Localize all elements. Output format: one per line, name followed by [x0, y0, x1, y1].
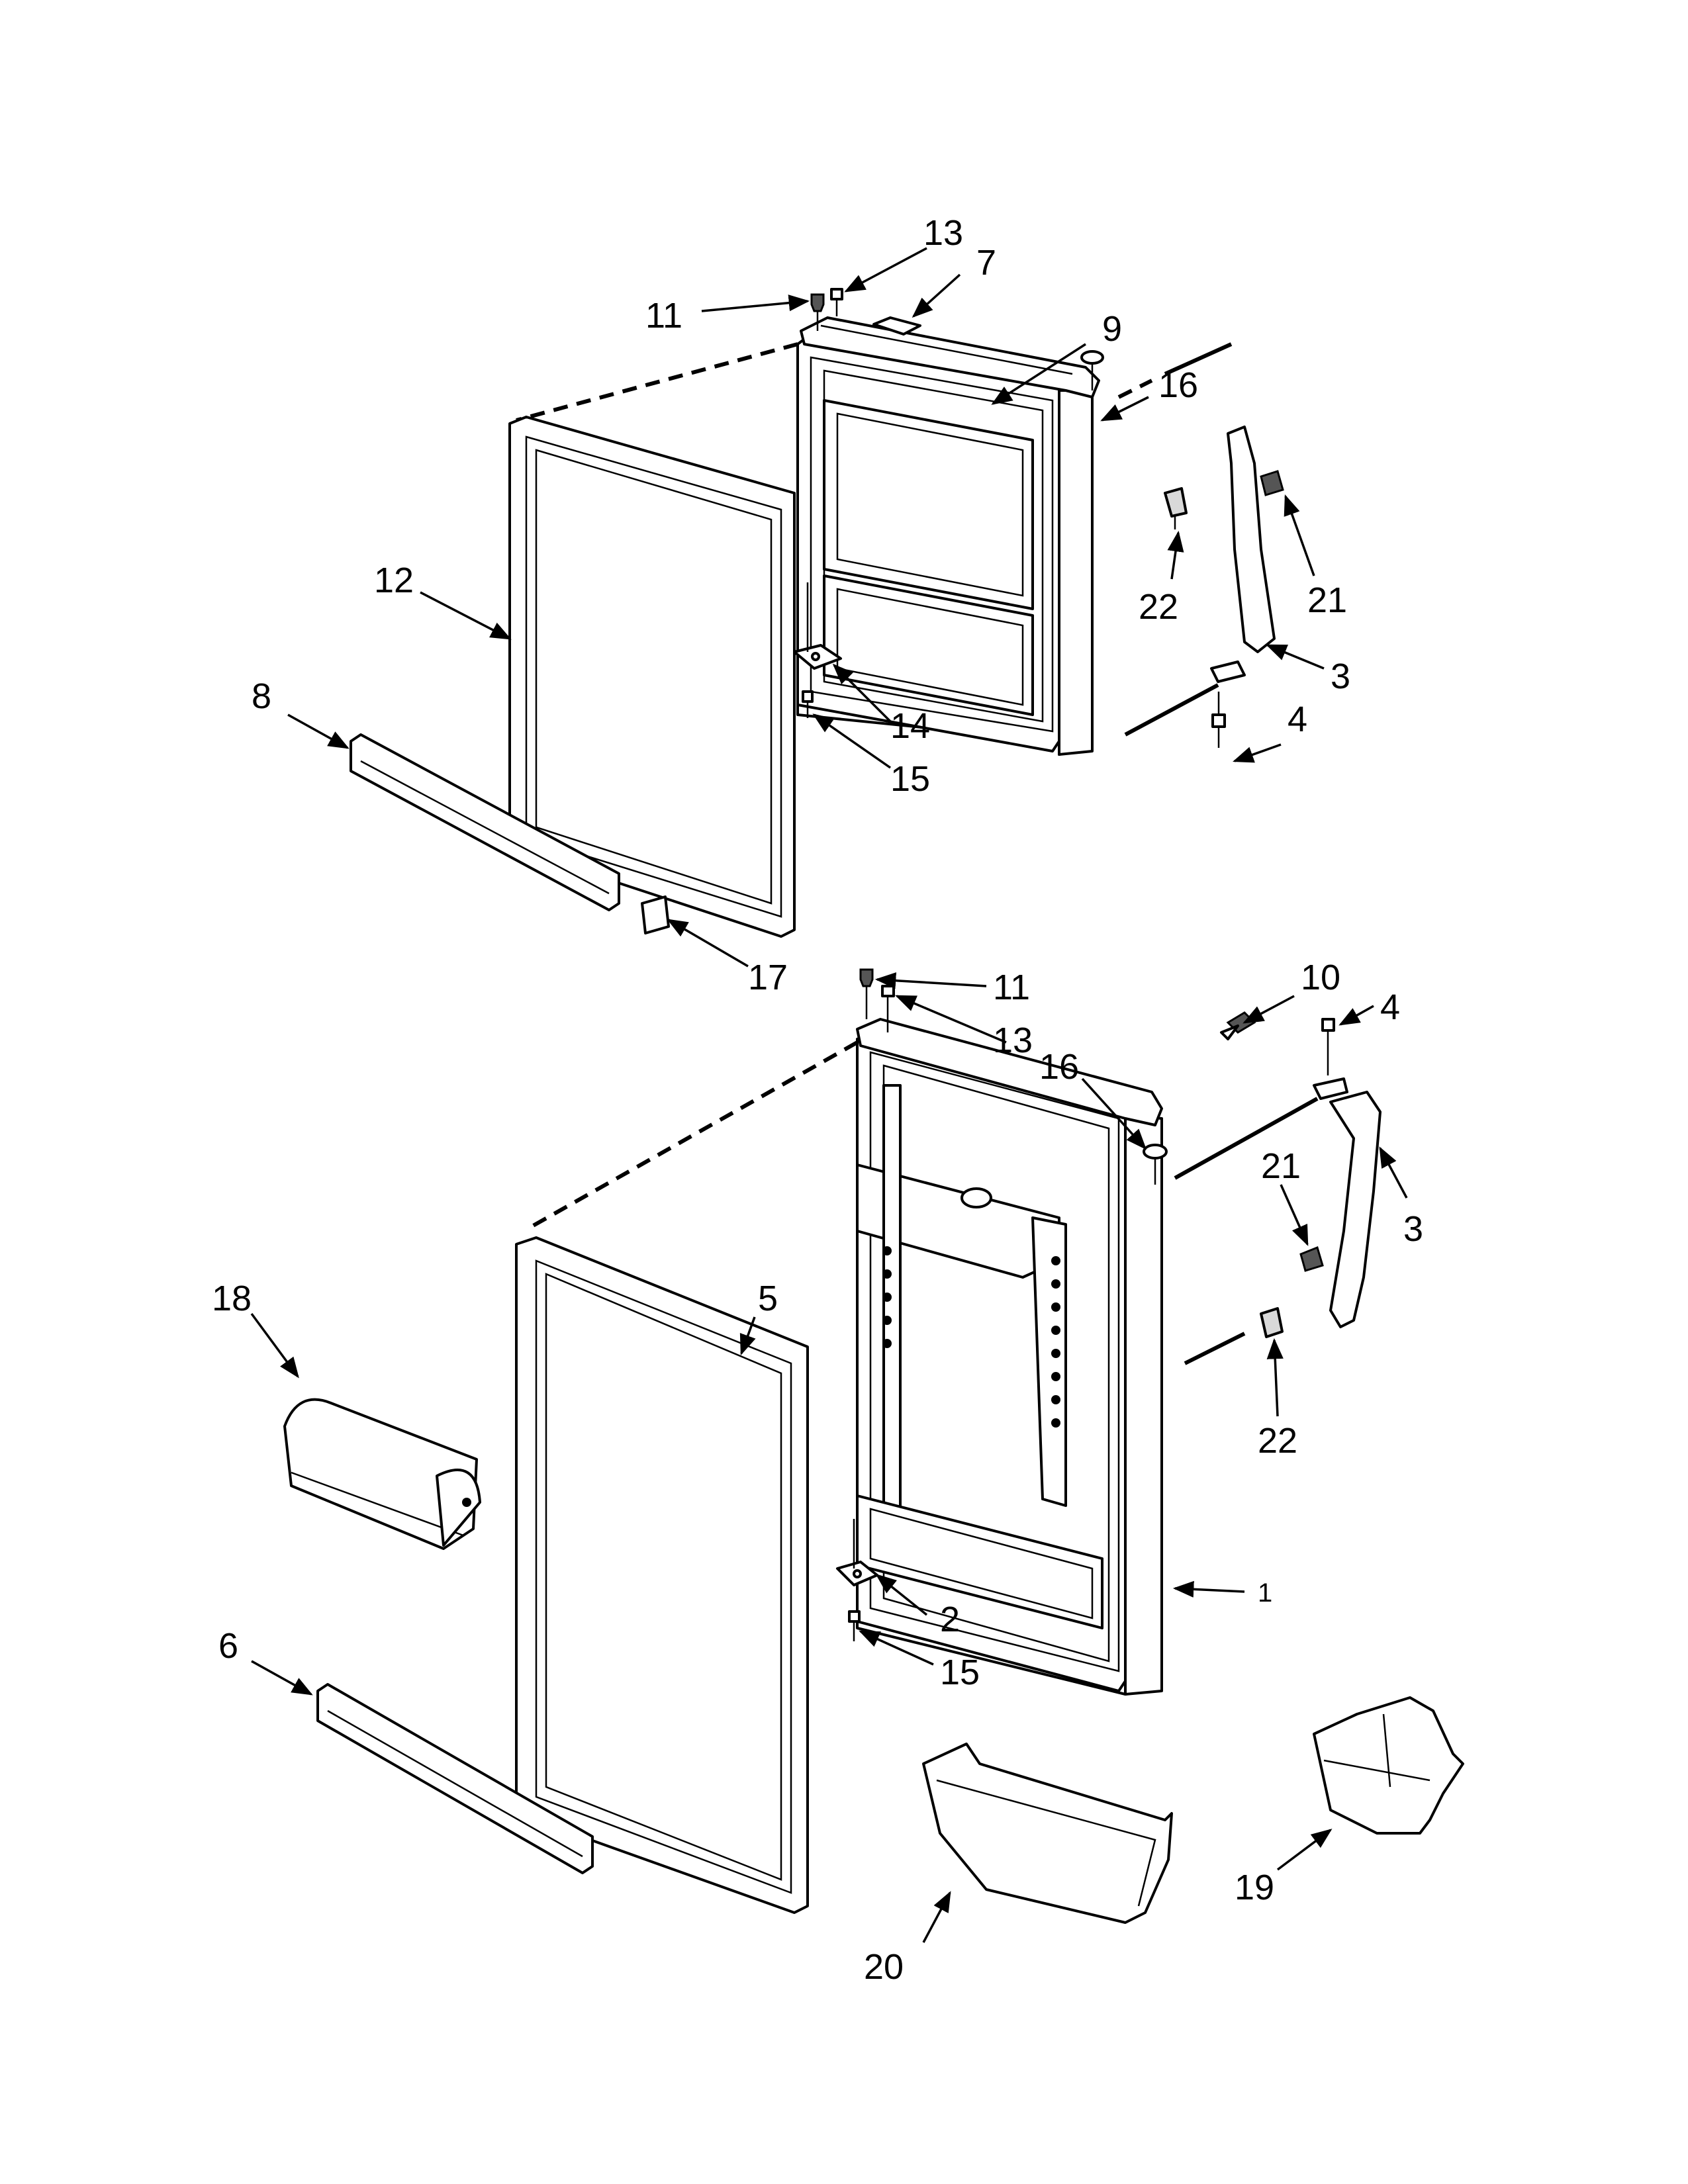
lower-hinge-part-3 — [1220, 1011, 1382, 1338]
alignment-line — [528, 1040, 859, 1230]
alignment-line — [1117, 379, 1153, 399]
fresh-food-trim-part-6 — [316, 1683, 594, 1874]
callout-4-top: 4 — [1288, 700, 1307, 739]
callout-17: 17 — [748, 958, 788, 997]
alignment-line — [1184, 1332, 1246, 1365]
callout-1: 1 — [1258, 1578, 1272, 1608]
alignment-line — [516, 342, 798, 422]
dairy-cover-part-18 — [283, 1398, 481, 1550]
fresh-food-door-assembly — [836, 968, 1168, 1696]
fresh-food-gasket-part-5 — [515, 1236, 809, 1914]
callout-15-bot: 15 — [940, 1653, 980, 1692]
callout-3-bot: 3 — [1403, 1209, 1423, 1249]
callout-22-top: 22 — [1139, 587, 1178, 627]
callout-11-bot: 11 — [993, 968, 1030, 1007]
callout-13-bot: 13 — [993, 1021, 1033, 1060]
callout-6: 6 — [218, 1626, 238, 1666]
door-bin-part-20 — [922, 1743, 1173, 1924]
callout-15-top: 15 — [890, 759, 930, 799]
callout-13-top: 13 — [923, 213, 963, 253]
alignment-line — [1174, 1097, 1319, 1180]
clip-part-17 — [641, 895, 670, 934]
callout-16-top: 16 — [1158, 365, 1198, 405]
callout-3-top: 3 — [1331, 657, 1350, 696]
callout-8: 8 — [252, 676, 271, 716]
callout-20: 20 — [864, 1947, 904, 1987]
callout-11-top: 11 — [645, 296, 682, 336]
callout-22-bot: 22 — [1258, 1421, 1297, 1461]
callout-21-bot: 21 — [1261, 1146, 1301, 1186]
upper-hinge-part-3 — [1164, 426, 1284, 748]
callout-12: 12 — [374, 561, 414, 600]
callout-18: 18 — [212, 1279, 252, 1318]
freezer-door-assembly — [793, 288, 1104, 756]
callout-19: 19 — [1235, 1868, 1274, 1907]
callout-16-bot: 16 — [1039, 1047, 1079, 1087]
freezer-gasket-part-12 — [508, 416, 796, 938]
callout-2: 2 — [940, 1600, 960, 1639]
callout-9: 9 — [1102, 309, 1122, 349]
alignment-line — [1164, 342, 1233, 376]
leader-lines — [250, 247, 1408, 1943]
freezer-trim-part-8 — [350, 733, 620, 911]
callout-21-top: 21 — [1307, 580, 1347, 620]
callout-5: 5 — [758, 1279, 778, 1318]
alignment-line — [1124, 683, 1219, 737]
door-bin-part-19 — [1313, 1696, 1464, 1835]
callout-10: 10 — [1301, 958, 1340, 997]
callout-4-bot: 4 — [1380, 987, 1400, 1027]
callout-7: 7 — [976, 243, 996, 283]
callout-labels: 13 7 11 9 16 22 21 3 4 12 8 14 15 17 11 … — [212, 213, 1423, 1987]
callout-14: 14 — [890, 706, 930, 746]
